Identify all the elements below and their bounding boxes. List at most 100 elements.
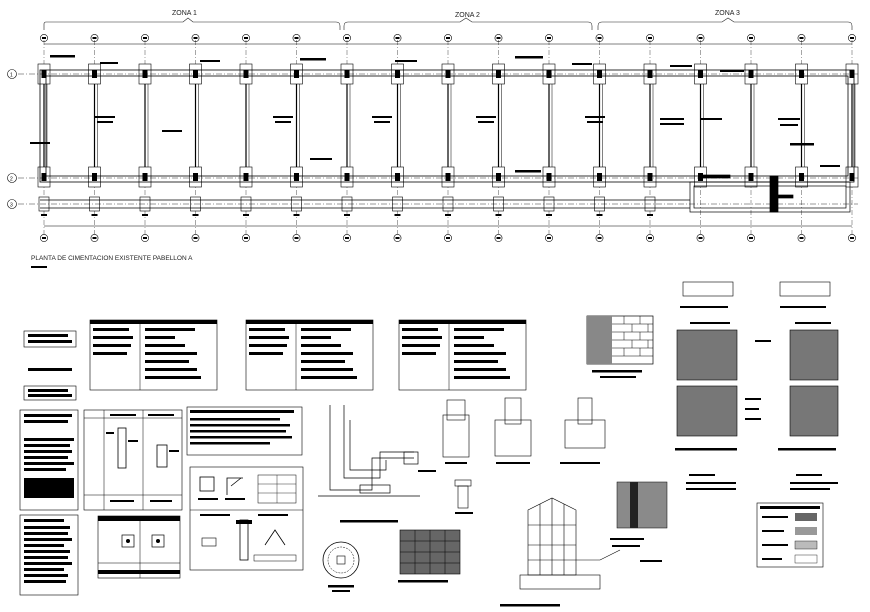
column: [546, 173, 552, 181]
zone-headers: [43, 17, 853, 30]
footing-tag: [394, 214, 401, 216]
column-axis-bubble-label: [345, 37, 349, 39]
column-axis-bubble-label: [345, 237, 349, 239]
footing-tag: [546, 214, 552, 216]
plan-scale-note: [31, 266, 47, 268]
column: [597, 173, 602, 181]
column-axis-bubble-label: [749, 237, 753, 239]
column-axis-bubble-label: [749, 37, 753, 39]
top-axis-bubbles: [40, 34, 856, 42]
column-axis-bubble-label: [92, 37, 97, 39]
soil-profile: [610, 474, 838, 562]
column: [496, 70, 501, 78]
column-axis-bubble-label: [799, 237, 804, 239]
foundation-plan: 1 2 3: [7, 34, 859, 242]
column: [849, 173, 855, 181]
plan-callouts: [30, 55, 840, 173]
column-axis-bubble-label: [648, 237, 652, 239]
footing-tag: [647, 214, 653, 216]
footing-sections: [442, 397, 606, 509]
column-axis-bubble-label: [799, 37, 804, 39]
column-axis-bubble-label: [193, 237, 198, 239]
zone-2-label: ZONA 2: [455, 12, 480, 19]
column-axis-bubble-label: [648, 37, 652, 39]
column-axis-bubble-label: [143, 37, 147, 39]
footing-section-labels: [445, 462, 600, 514]
column-axis-bubble-label: [42, 37, 46, 39]
column: [748, 70, 754, 78]
column-axis-bubble-label: [496, 237, 501, 239]
row-axis-label: 1: [10, 73, 13, 79]
column-axis-bubble-label: [193, 37, 198, 39]
general-notes-text: [24, 334, 74, 583]
spec-table-3: [398, 319, 527, 391]
column: [748, 173, 754, 181]
column: [799, 173, 804, 181]
column-axis-bubble-label: [547, 37, 551, 39]
column: [294, 173, 299, 181]
footing-tag: [142, 214, 148, 216]
column-axis-bubble-label: [698, 37, 703, 39]
footing-tag: [344, 214, 350, 216]
room-labels: [95, 116, 800, 132]
column-axis-bubble-label: [547, 237, 551, 239]
column: [92, 173, 97, 181]
column-axis-bubble-label: [294, 237, 299, 239]
spec-table-1: [89, 319, 218, 391]
column-axis-bubble-label: [446, 237, 450, 239]
cistern-section: [398, 529, 461, 583]
column-axis-bubble-label: [294, 37, 299, 39]
column-axis-bubble-label: [244, 37, 248, 39]
column-axis-bubble-label: [244, 237, 248, 239]
footing-tag: [192, 214, 199, 216]
footing-tag: [293, 214, 300, 216]
concrete-section-details: [675, 281, 839, 451]
column-axis-bubble-label: [698, 237, 703, 239]
tank-label: [500, 604, 560, 607]
masonry-wall-elevation: [586, 315, 654, 378]
annex-room: [689, 174, 851, 213]
general-notes-panel: [19, 330, 79, 596]
footing-tag: [41, 214, 47, 216]
column: [344, 173, 350, 181]
rebar-hook-detail: [189, 466, 304, 571]
zone-1-label: ZONA 1: [172, 10, 197, 17]
notes-box-center: [186, 406, 303, 456]
column: [193, 173, 198, 181]
column-axis-bubble-label: [395, 37, 400, 39]
row-axis-label: 2: [10, 177, 13, 183]
plan-title: PLANTA DE CIMENTACION EXISTENTE PABELLON…: [31, 255, 193, 262]
bottom-axis-bubbles: [40, 234, 856, 242]
footing-tag: [596, 214, 603, 216]
tank-elevation: [519, 497, 621, 590]
footing-tag: [445, 214, 451, 216]
column: [395, 173, 400, 181]
column: [41, 173, 47, 181]
column-axis-bubble-label: [395, 237, 400, 239]
circular-column-detail: [322, 541, 360, 592]
column-axis-bubble-label: [446, 37, 450, 39]
column: [647, 173, 653, 181]
wall-section-detail: [318, 405, 420, 497]
column-axis-bubble-label: [850, 237, 854, 239]
column: [445, 173, 451, 181]
column: [496, 173, 501, 181]
column-reinforcement-table: [83, 409, 183, 511]
row-axes: [18, 73, 858, 205]
column-axis-bubble-label: [496, 37, 501, 39]
column: [344, 70, 350, 78]
legend-box: [756, 502, 824, 568]
foundation-beams: [39, 69, 855, 209]
column: [597, 70, 602, 78]
zone-3-label: ZONA 3: [715, 10, 740, 17]
column-axis-bubble-label: [143, 237, 147, 239]
wall-section-labels: [340, 470, 436, 523]
column-axis-bubble-label: [42, 237, 46, 239]
spec-table-2: [245, 319, 374, 391]
column: [243, 173, 249, 181]
footing-detail-table: [97, 515, 181, 579]
column-axis-bubble-label: [597, 37, 602, 39]
column: [92, 70, 97, 78]
footing-tag: [495, 214, 502, 216]
